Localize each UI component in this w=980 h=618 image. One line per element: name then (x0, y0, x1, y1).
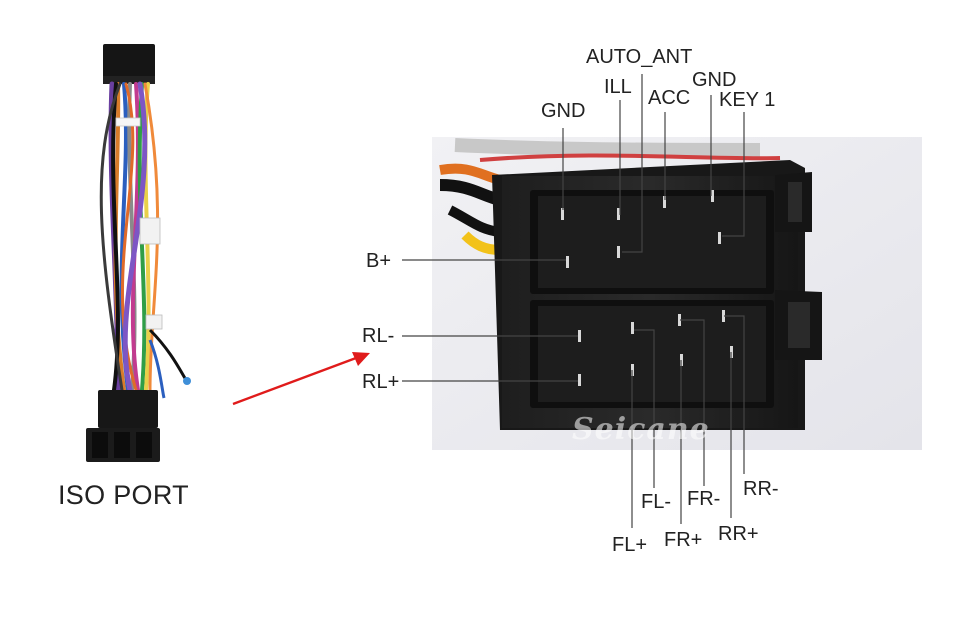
label-fr-plus: FR+ (664, 529, 703, 551)
label-fr-minus: FR- (687, 488, 721, 510)
label-rl-minus: RL- (362, 325, 395, 347)
leader-lines (402, 74, 745, 528)
pointer-arrow (232, 352, 370, 406)
label-gnd-top: GND (541, 100, 586, 122)
label-acc: ACC (648, 87, 691, 109)
label-fl-minus: FL- (641, 491, 671, 513)
label-b-plus: B+ (366, 250, 392, 272)
label-rr-minus: RR- (743, 478, 779, 500)
label-key1: KEY 1 (719, 89, 776, 111)
leader-rr-minus (724, 315, 745, 474)
label-rr-plus: RR+ (718, 523, 759, 545)
label-ill: ILL (604, 76, 632, 98)
brand-watermark: Seicane (572, 412, 710, 447)
label-auto-ant: AUTO_ANT (586, 46, 693, 68)
label-gnd-right: GND (692, 69, 737, 91)
leader-key1 (722, 112, 745, 237)
product-caption: ISO PORT (58, 480, 189, 510)
wiring-harness-image (86, 44, 191, 462)
leader-fl-minus (634, 329, 655, 488)
label-rl-plus: RL+ (362, 371, 400, 393)
connector-photo (432, 137, 922, 450)
leader-auto-ant (622, 74, 643, 253)
label-fl-plus: FL+ (612, 534, 648, 556)
leader-fr-minus (680, 319, 705, 486)
